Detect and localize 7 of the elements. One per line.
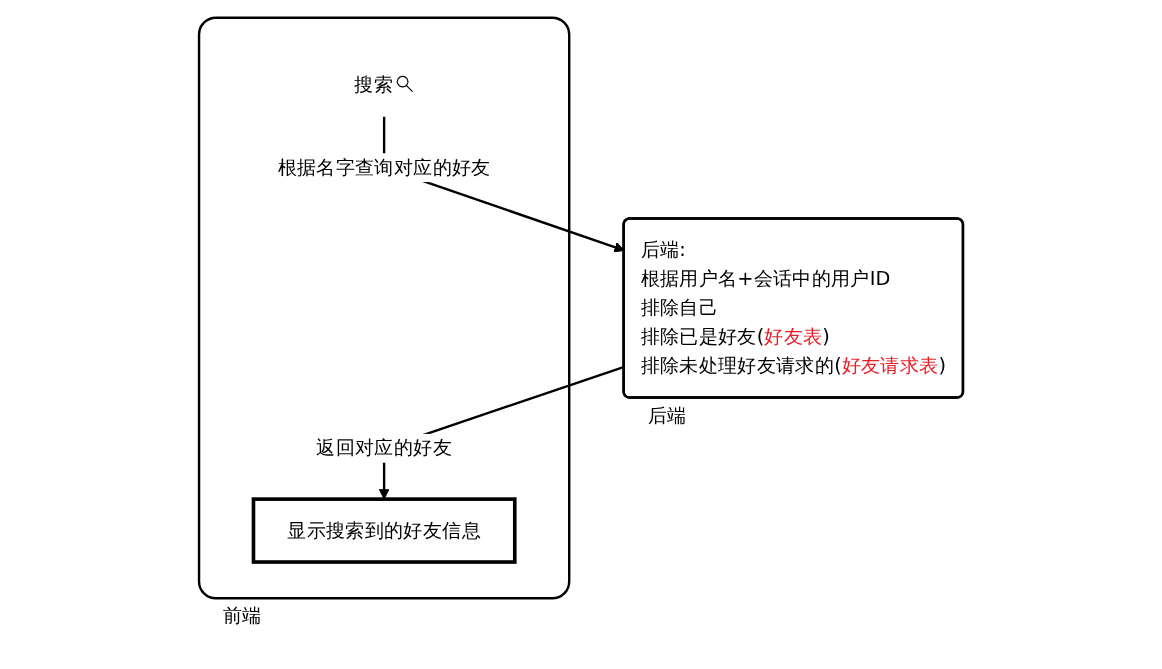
node-caption: 后端	[647, 403, 686, 427]
cluster	[197, 16, 571, 600]
node-text: 搜索	[354, 73, 394, 97]
edge-label: 根据名字查询对应的好友	[277, 155, 491, 179]
node-box: 显示搜索到的好友信息	[251, 497, 517, 564]
node-caption: 前端	[223, 604, 262, 628]
edge-label: 返回对应的好友	[316, 436, 452, 460]
